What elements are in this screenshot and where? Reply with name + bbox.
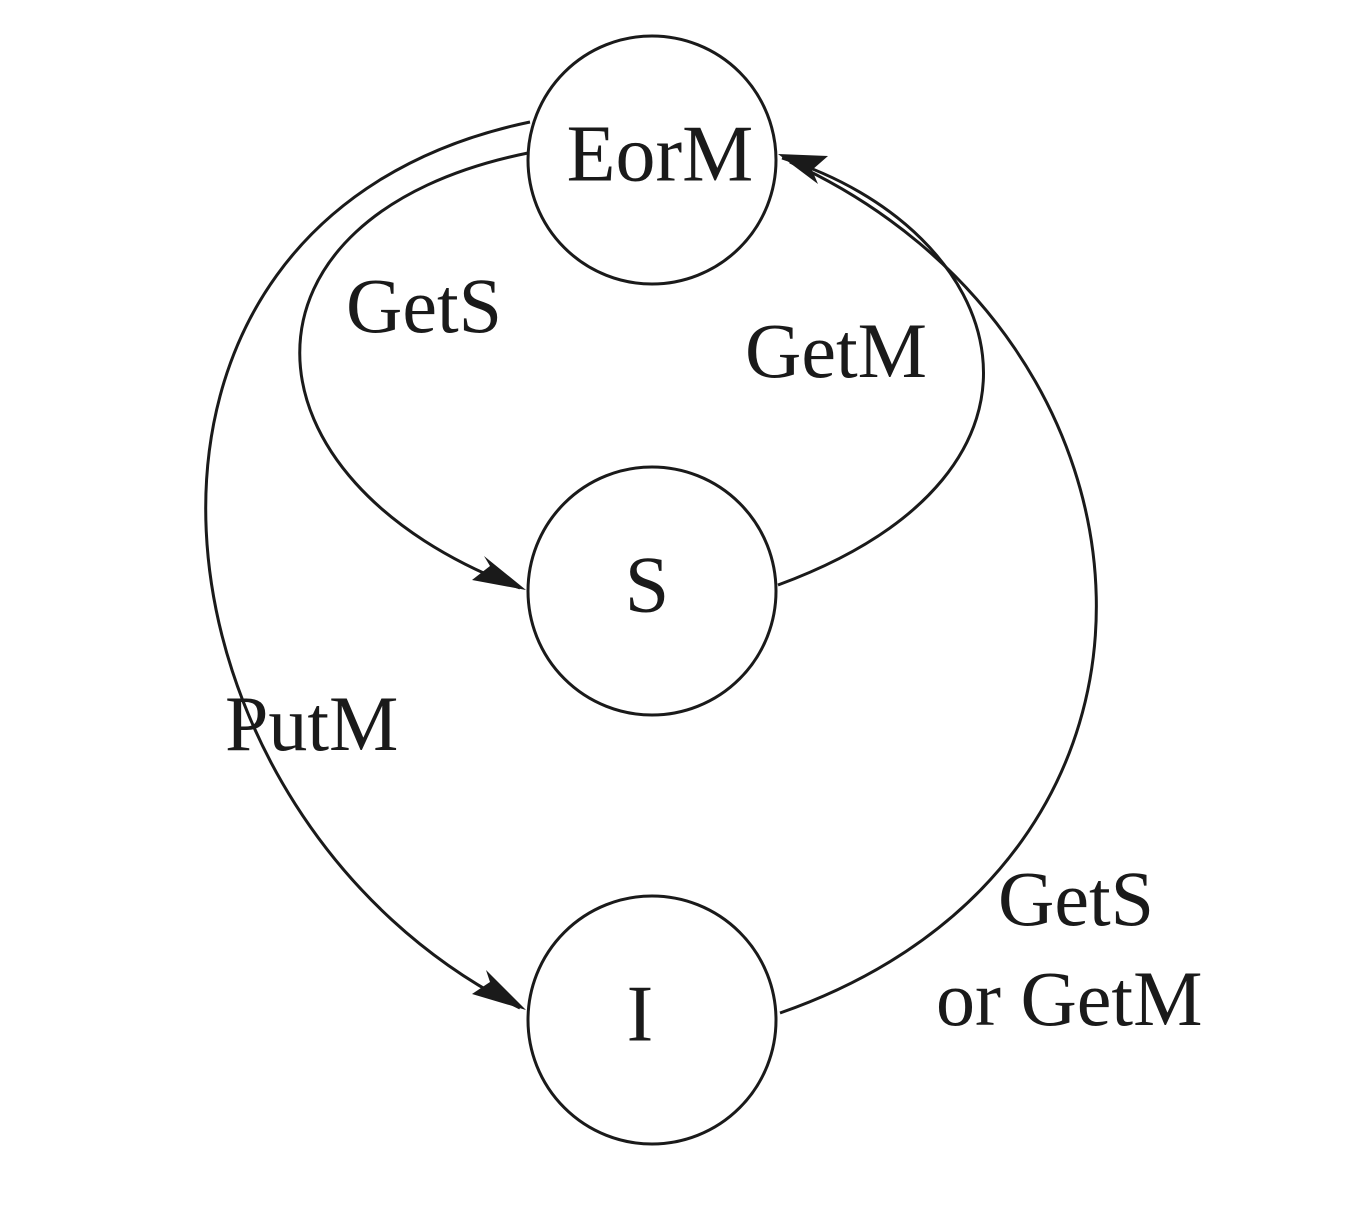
state-s-circle	[526, 465, 778, 717]
label-eorm-to-s: GetS	[346, 262, 502, 349]
label-eorm-to-i: PutM	[225, 680, 398, 767]
state-i-circle	[526, 894, 778, 1146]
edge-eorm-to-i	[204, 120, 531, 1010]
arrowhead-eorm-to-s	[472, 556, 526, 590]
label-s-to-eorm: GetM	[745, 307, 927, 394]
state-s: S	[526, 465, 778, 717]
edge-eorm-to-s	[298, 151, 529, 590]
edge-i-to-eorm	[779, 160, 1098, 1015]
arrowhead-eorm-to-i	[472, 970, 526, 1010]
state-eorm-circle	[526, 34, 778, 286]
label-i-to-eorm-line1: GetS	[998, 855, 1154, 942]
edge-s-to-eorm	[777, 156, 985, 587]
state-i: I	[526, 894, 778, 1146]
label-i-to-eorm-line2: or GetM	[936, 955, 1202, 1042]
state-i-label: I	[627, 970, 654, 1058]
state-eorm: EorM	[526, 34, 778, 286]
state-s-label: S	[625, 541, 670, 629]
arrowhead-into-eorm	[778, 154, 828, 184]
state-eorm-label: EorM	[567, 110, 754, 198]
